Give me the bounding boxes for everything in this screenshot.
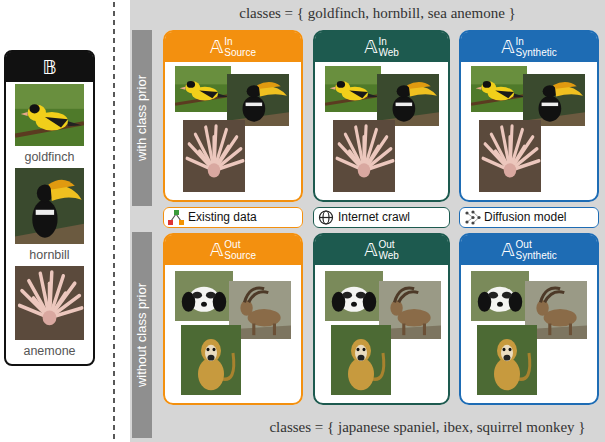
superscript: Out bbox=[378, 239, 398, 250]
class-caption: goldfinch bbox=[6, 150, 93, 165]
script-stack: OutSynthetic bbox=[516, 239, 557, 261]
legend-item: Existing data bbox=[163, 207, 303, 228]
prior-band: without class prior bbox=[132, 232, 152, 438]
class-caption: anemone bbox=[6, 344, 93, 359]
script-stack: InSource bbox=[224, 36, 256, 58]
band-label: with class prior bbox=[134, 75, 150, 161]
subscript: Source bbox=[224, 250, 256, 261]
legend-label: Existing data bbox=[188, 208, 257, 226]
class-caption: hornbill bbox=[6, 248, 93, 263]
box-header: 𝔸OutSource bbox=[165, 235, 301, 265]
network-icon bbox=[465, 210, 480, 224]
source-box: 𝔸OutWeb bbox=[313, 233, 450, 405]
subscript: Synthetic bbox=[516, 250, 557, 261]
legend-item: Diffusion model bbox=[459, 207, 599, 228]
superscript: Out bbox=[224, 239, 256, 250]
class-list: classes = { japanese spaniel, ibex, squi… bbox=[255, 417, 600, 437]
set-symbol: 𝔸 bbox=[364, 239, 377, 261]
box-header: 𝔸InSource bbox=[165, 32, 301, 62]
script-stack: OutWeb bbox=[378, 239, 398, 261]
box-header: 𝔸InSynthetic bbox=[461, 32, 597, 62]
set-symbol: 𝔸 bbox=[210, 36, 223, 58]
prior-band: with class prior bbox=[132, 30, 152, 206]
set-symbol: 𝔸 bbox=[210, 239, 223, 261]
superscript: In bbox=[516, 36, 557, 47]
set-symbol: 𝔸 bbox=[364, 36, 377, 58]
globe-icon bbox=[320, 211, 333, 224]
source-box: 𝔸InSynthetic bbox=[459, 30, 599, 202]
legend-label: Internet crawl bbox=[338, 208, 410, 226]
subscript: Source bbox=[224, 47, 256, 58]
source-box: 𝔸OutSynthetic bbox=[459, 233, 599, 405]
script-stack: InWeb bbox=[378, 36, 398, 58]
data-icon bbox=[168, 210, 184, 225]
legend-label: Diffusion model bbox=[484, 208, 567, 226]
subscript: Web bbox=[378, 47, 398, 58]
box-header: 𝔸InWeb bbox=[315, 32, 448, 62]
source-box: 𝔸InSource bbox=[163, 30, 303, 202]
class-list: classes = { goldfinch, hornbill, sea ane… bbox=[150, 3, 605, 23]
subscript: Web bbox=[378, 250, 398, 261]
box-header: 𝔸OutWeb bbox=[315, 235, 448, 265]
subscript: Synthetic bbox=[516, 47, 557, 58]
box-header: 𝔸OutSynthetic bbox=[461, 235, 597, 265]
legend-item: Internet crawl bbox=[313, 207, 450, 228]
reference-set-box: 𝔹goldfinch hornbill anemone bbox=[4, 50, 95, 366]
superscript: Out bbox=[516, 239, 557, 250]
superscript: In bbox=[224, 36, 256, 47]
source-box: 𝔸OutSource bbox=[163, 233, 303, 405]
band-label: without class prior bbox=[134, 283, 150, 387]
script-stack: OutSource bbox=[224, 239, 256, 261]
set-symbol: 𝔹 bbox=[6, 52, 93, 82]
set-symbol: 𝔸 bbox=[501, 36, 514, 58]
script-stack: InSynthetic bbox=[516, 36, 557, 58]
superscript: In bbox=[378, 36, 398, 47]
set-symbol: 𝔸 bbox=[501, 239, 514, 261]
source-box: 𝔸InWeb bbox=[313, 30, 450, 202]
